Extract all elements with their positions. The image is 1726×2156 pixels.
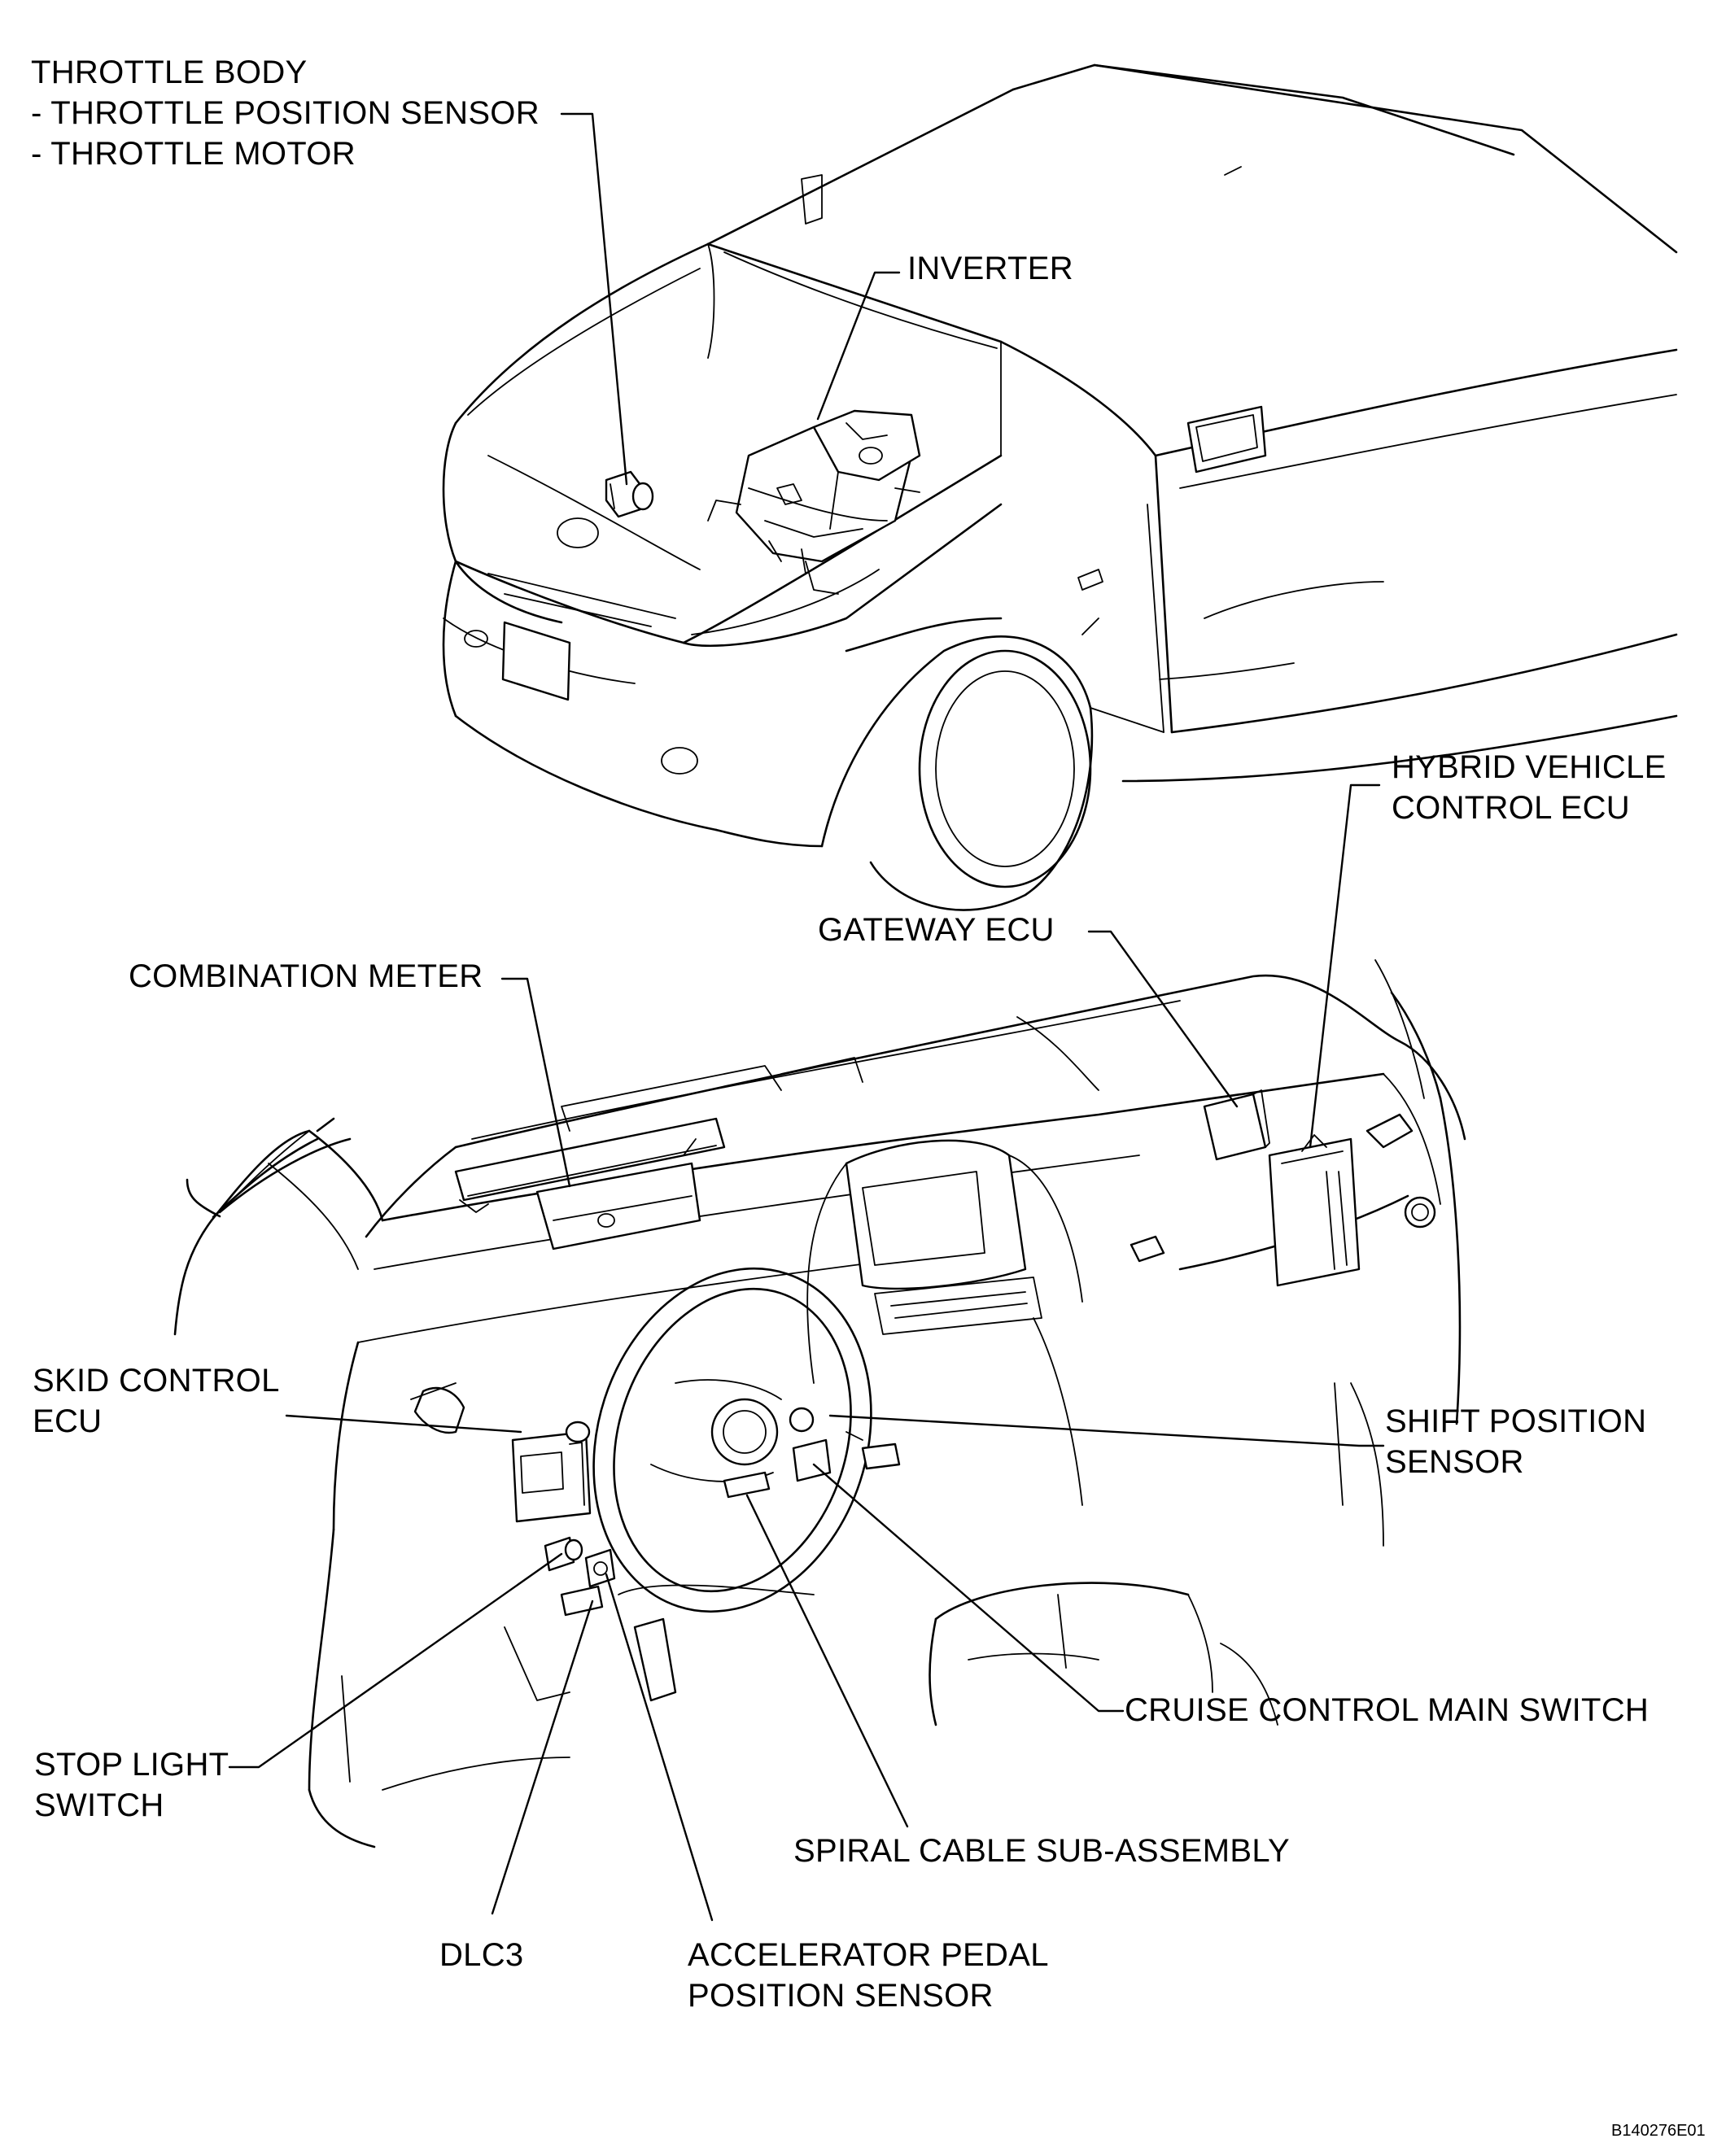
label-inverter: INVERTER [907, 248, 1073, 289]
label-throttle-body: THROTTLE BODY - THROTTLE POSITION SENSOR… [31, 52, 540, 174]
label-shift-position-sensor: SHIFT POSITION SENSOR [1385, 1401, 1646, 1482]
figure-code: B140276E01 [1611, 2122, 1706, 2140]
combination-meter-part [454, 1117, 726, 1250]
label-line: GATEWAY ECU [818, 912, 1055, 948]
label-line: CRUISE CONTROL MAIN SWITCH [1125, 1692, 1650, 1728]
label-line: SWITCH [34, 1787, 164, 1823]
label-skid-control-ecu: SKID CONTROL ECU [33, 1360, 280, 1442]
leader-combination-meter [500, 977, 571, 1188]
skid-control-ecu-part [511, 1421, 592, 1523]
label-stop-light-switch: STOP LIGHT SWITCH [34, 1744, 229, 1826]
label-line: ACCELERATOR PEDAL [688, 1937, 1049, 1973]
leader-gateway-ecu [1087, 930, 1239, 1108]
label-line: SPIRAL CABLE SUB-ASSEMBLY [793, 1833, 1290, 1869]
throttle-body-part [605, 470, 654, 518]
label-accelerator-pedal-position-sensor: ACCELERATOR PEDAL POSITION SENSOR [688, 1935, 1049, 2016]
cruise-shift-part [789, 1407, 901, 1482]
label-gateway-ecu: GATEWAY ECU [818, 910, 1055, 950]
label-dlc3: DLC3 [439, 1935, 523, 1975]
leader-inverter [816, 271, 901, 421]
gateway-ecu-part [1203, 1089, 1270, 1161]
label-line: SHIFT POSITION [1385, 1403, 1647, 1439]
dlc3-part [560, 1585, 604, 1617]
label-line: SKID CONTROL [33, 1363, 280, 1399]
stop-light-switch-part [544, 1536, 583, 1572]
accelerator-sensor-part [584, 1548, 616, 1588]
leader-spiral-cable [745, 1494, 909, 1828]
label-cruise-control-main-switch: CRUISE CONTROL MAIN SWITCH [1125, 1690, 1649, 1730]
leader-hybrid-ecu [1309, 783, 1381, 1149]
label-line: SENSOR [1385, 1444, 1524, 1480]
leader-stop-light-switch [228, 1552, 563, 1769]
label-hybrid-vehicle-control-ecu: HYBRID VEHICLE CONTROL ECU [1392, 747, 1667, 828]
leader-cruise-control [812, 1463, 1125, 1713]
label-line: POSITION SENSOR [688, 1978, 994, 2014]
label-line: COMBINATION METER [129, 958, 483, 994]
label-line: - THROTTLE POSITION SENSOR [31, 95, 540, 131]
leader-lines [228, 112, 1385, 1922]
label-line: INVERTER [907, 251, 1073, 286]
leader-accelerator-sensor [605, 1573, 714, 1922]
label-line: DLC3 [439, 1937, 524, 1973]
leader-skid-control-ecu [285, 1414, 522, 1434]
label-line: HYBRID VEHICLE [1392, 749, 1667, 785]
hybrid-ecu-part [1268, 1134, 1361, 1287]
label-spiral-cable-sub-assembly: SPIRAL CABLE SUB-ASSEMBLY [793, 1831, 1290, 1871]
spiral-cable-part [710, 1398, 779, 1499]
label-line: ECU [33, 1403, 103, 1439]
car-front-illustration [442, 63, 1678, 911]
label-line: CONTROL ECU [1392, 790, 1630, 826]
label-combination-meter: COMBINATION METER [129, 956, 483, 997]
inverter-part [707, 409, 921, 595]
leader-throttle-body [560, 112, 628, 486]
label-line: STOP LIGHT [34, 1747, 229, 1783]
dashboard-illustration [173, 959, 1466, 1848]
label-line: THROTTLE BODY [31, 55, 308, 90]
label-line: - THROTTLE MOTOR [31, 136, 356, 172]
leader-shift-position-sensor [828, 1414, 1385, 1447]
leader-dlc3 [491, 1600, 594, 1915]
